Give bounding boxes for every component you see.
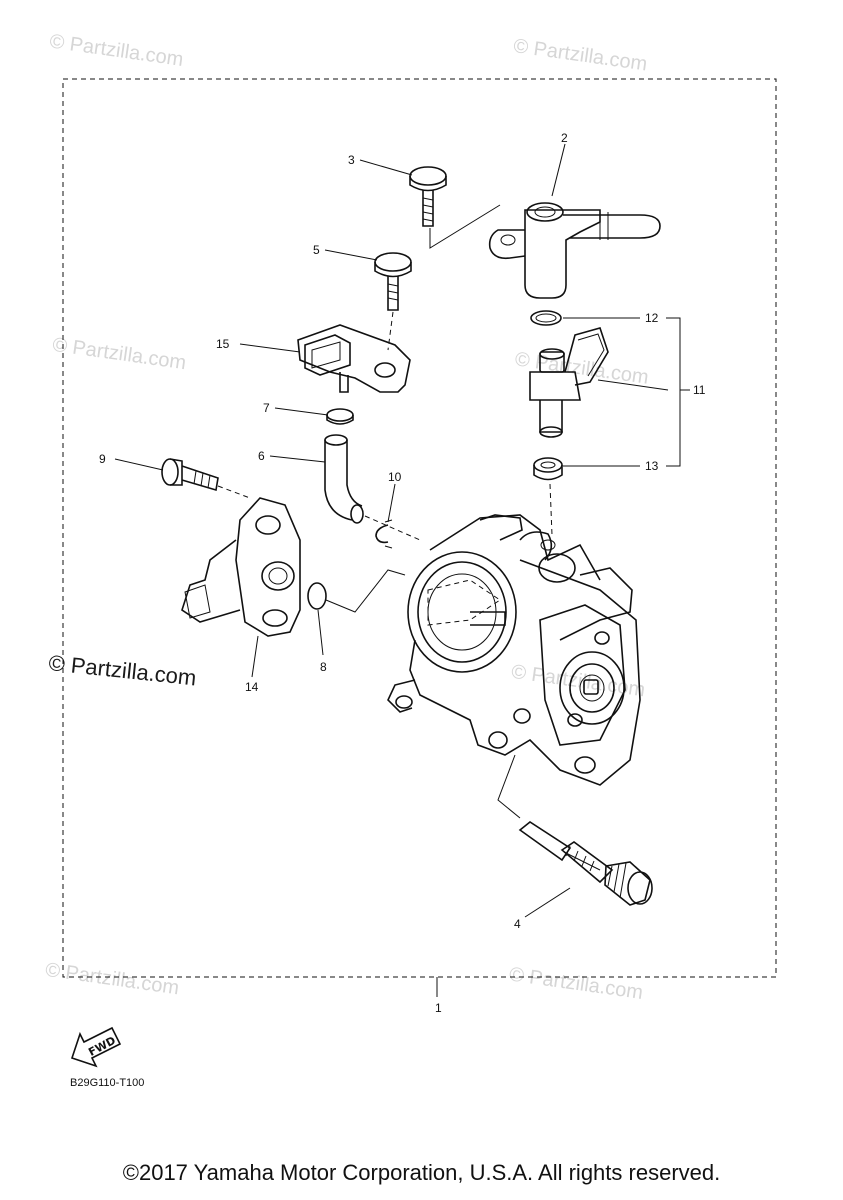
assembly-frame <box>62 78 777 978</box>
callout-number: 1 <box>435 1001 442 1015</box>
callout-labels: 1 2 3 4 5 6 7 8 9 10 11 12 13 14 15 <box>99 131 706 1015</box>
leader-line <box>325 569 406 613</box>
bolt-part <box>409 166 447 227</box>
leader-line <box>364 515 421 541</box>
leader-line <box>217 485 251 499</box>
callout-number: 10 <box>388 470 402 484</box>
callout-number: 5 <box>313 243 320 257</box>
injector-seal-part <box>533 457 563 481</box>
callout-number: 6 <box>258 449 265 463</box>
watermark-text: © Partzilla.com <box>51 334 188 375</box>
callout-number: 15 <box>216 337 230 351</box>
watermark-text: © Partzilla.com <box>512 35 649 76</box>
leader-line <box>497 754 521 819</box>
callout-number: 14 <box>245 680 259 694</box>
o-ring-part <box>307 582 327 610</box>
throttle-body-part <box>387 514 641 786</box>
partzilla-watermark: © Partzilla.com <box>47 650 197 690</box>
o-ring-part <box>535 313 557 323</box>
fuel-injector-part <box>529 327 609 438</box>
callout-leaders <box>114 143 690 997</box>
watermark-text: © Partzilla.com <box>508 963 645 1004</box>
bolt-part <box>161 458 219 492</box>
copyright-text: ©2017 Yamaha Motor Corporation, U.S.A. A… <box>122 1160 721 1185</box>
watermark-text: © Partzilla.com <box>44 959 181 1000</box>
idle-screw-part <box>518 821 653 906</box>
diagram-code: B29G110-T100 <box>70 1077 144 1089</box>
leader-line <box>429 204 501 249</box>
throttle-sensor-part <box>181 497 301 637</box>
watermark-text: © Partzilla.com <box>510 661 647 702</box>
leader-line <box>549 483 553 536</box>
callout-number: 13 <box>645 459 659 473</box>
watermark-text: © Partzilla.com <box>48 30 185 71</box>
o-ring-part <box>530 310 562 326</box>
leader-line <box>387 311 394 351</box>
callout-number: 4 <box>514 917 521 931</box>
callout-number: 2 <box>561 131 568 145</box>
pressure-sensor-part <box>297 324 411 393</box>
callout-number: 8 <box>320 660 327 674</box>
watermark-text: © Partzilla.com <box>513 348 650 389</box>
callout-number: 11 <box>693 383 706 397</box>
callout-number: 12 <box>645 311 659 325</box>
fuel-joint-part <box>488 202 661 299</box>
fwd-arrow-icon: FWD <box>70 1026 122 1068</box>
watermark-group: © Partzilla.com © Partzilla.com © Partzi… <box>44 30 650 1004</box>
hose-clamp-part <box>326 408 354 425</box>
callout-number: 9 <box>99 452 106 466</box>
vacuum-hose-part <box>324 434 364 524</box>
bolt-part <box>374 252 412 311</box>
callout-number: 3 <box>348 153 355 167</box>
callout-number: 7 <box>263 401 270 415</box>
